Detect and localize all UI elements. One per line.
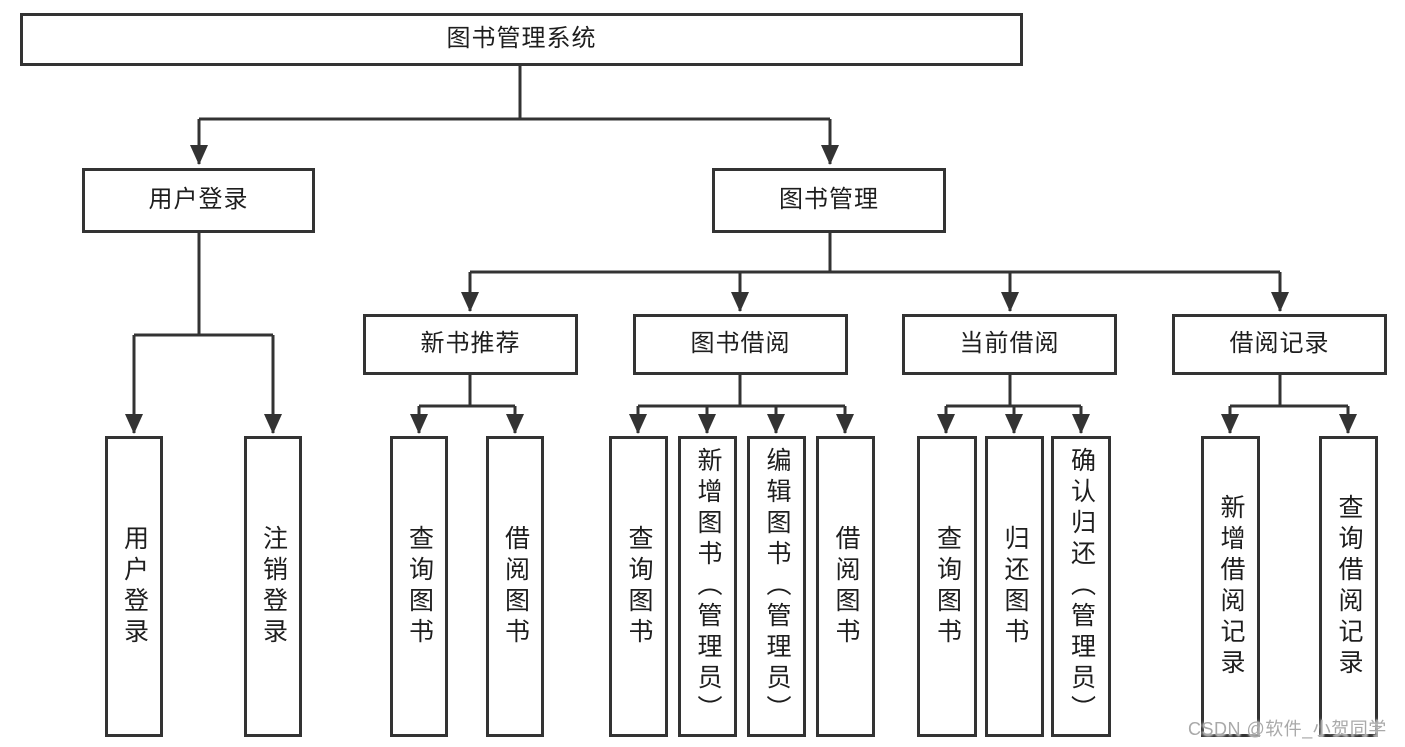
node-book-borrow: 图书借阅 <box>633 314 848 375</box>
connector-user-login <box>125 233 282 434</box>
node-label: 查询借阅记录 <box>1335 493 1363 680</box>
connector-root <box>190 66 839 165</box>
leaf-borrow-books-recommend: 借阅图书 <box>486 436 544 737</box>
node-label: 借阅图书 <box>501 524 530 649</box>
node-label: 编辑图书（管理员） <box>763 447 791 726</box>
leaf-edit-book-admin: 编辑图书（管理员） <box>747 436 806 737</box>
connector-book-borrow <box>629 375 854 434</box>
leaf-add-book-admin: 新增图书（管理员） <box>678 436 737 737</box>
node-user-login: 用户登录 <box>82 168 315 233</box>
node-root-system: 图书管理系统 <box>20 13 1023 66</box>
leaf-confirm-return-admin: 确认归还（管理员） <box>1051 436 1111 737</box>
node-label: 归还图书 <box>1001 524 1029 649</box>
connector-book-management <box>461 233 1289 312</box>
leaf-borrow-books: 借阅图书 <box>816 436 875 737</box>
node-borrow-records: 借阅记录 <box>1172 314 1387 375</box>
csdn-watermark: CSDN @软件_小贺同学 <box>1188 719 1387 739</box>
node-label: 用户登录 <box>148 186 249 214</box>
leaf-return-book: 归还图书 <box>985 436 1044 737</box>
node-label: 用户登录 <box>120 524 149 649</box>
node-label: 图书借阅 <box>690 330 791 358</box>
node-book-management: 图书管理 <box>712 168 946 233</box>
node-label: 借阅图书 <box>832 524 860 649</box>
leaf-query-books-borrow: 查询图书 <box>609 436 668 737</box>
connector-borrow-records <box>1221 375 1357 434</box>
node-label: 查询图书 <box>625 524 653 649</box>
leaf-query-borrow-record: 查询借阅记录 <box>1319 436 1378 737</box>
node-label: 图书管理系统 <box>446 25 597 53</box>
leaf-query-books-recommend: 查询图书 <box>390 436 448 737</box>
node-label: 借阅记录 <box>1229 330 1330 358</box>
node-label: 新增图书（管理员） <box>694 447 722 726</box>
connector-new-book-recommend <box>410 375 524 434</box>
node-label: 新增借阅记录 <box>1217 493 1245 680</box>
node-label: 当前借阅 <box>959 330 1060 358</box>
node-new-book-recommend: 新书推荐 <box>363 314 578 375</box>
node-label: 查询图书 <box>933 524 962 649</box>
node-label: 图书管理 <box>779 186 879 214</box>
leaf-user-login: 用户登录 <box>105 436 163 737</box>
connector-current-borrow <box>937 375 1090 434</box>
node-label: 新书推荐 <box>420 330 521 358</box>
node-current-borrow: 当前借阅 <box>902 314 1117 375</box>
node-label: 注销登录 <box>259 524 288 649</box>
node-label: 确认归还（管理员） <box>1067 447 1096 726</box>
leaf-query-books-current: 查询图书 <box>917 436 977 737</box>
leaf-logout: 注销登录 <box>244 436 302 737</box>
leaf-add-borrow-record: 新增借阅记录 <box>1201 436 1260 737</box>
node-label: 查询图书 <box>405 524 434 649</box>
